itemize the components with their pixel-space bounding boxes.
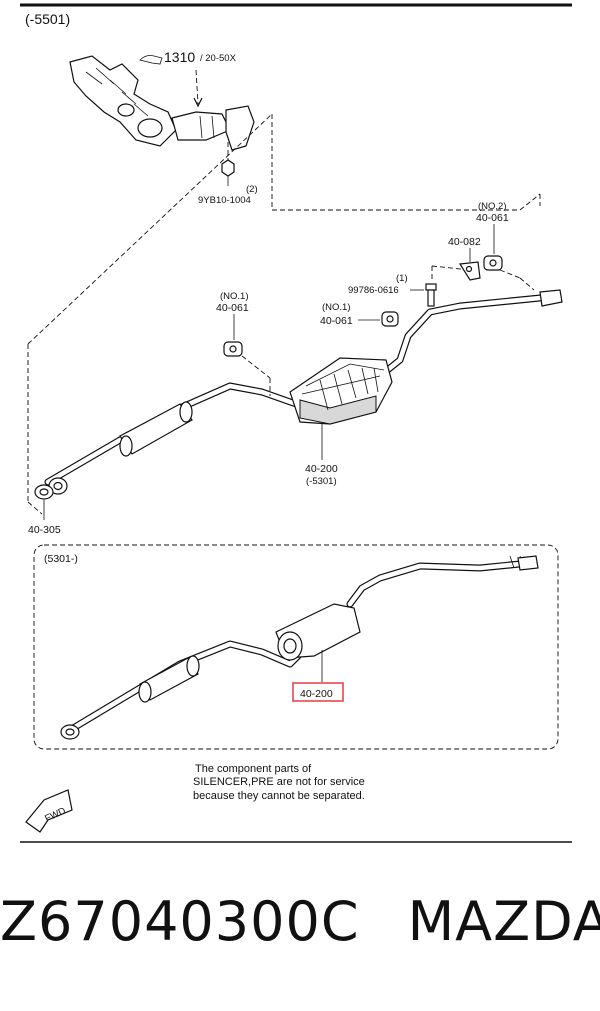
svg-text:because they cannot be separat: because they cannot be separated. — [193, 790, 365, 802]
svg-text:40-061: 40-061 — [320, 315, 353, 327]
exhaust-system-diagram: (-5501) 1310 / 20-50X (2) 9YB10-1004 — [20, 3, 572, 843]
main-pipe-lower — [60, 555, 539, 740]
svg-text:(-5301): (-5301) — [306, 476, 337, 487]
svg-text:9YB10-1004: 9YB10-1004 — [198, 195, 251, 206]
ref-1310-code: 1310 — [164, 49, 195, 65]
part-40305-label: 40-305 — [28, 524, 61, 536]
fwd-arrow: FWD — [25, 789, 73, 833]
svg-text:(NO.1): (NO.1) — [322, 302, 351, 313]
part-40061-no1-mid: (NO.1) 40-061 — [320, 302, 399, 327]
svg-text:(NO.2): (NO.2) — [478, 201, 507, 212]
svg-text:The component parts of: The component parts of — [195, 763, 312, 775]
svg-text:(NO.1): (NO.1) — [220, 291, 249, 302]
front-flange: 40-305 — [28, 477, 68, 536]
lower-section-label: (5301-) — [44, 553, 78, 565]
svg-text:(1): (1) — [396, 273, 408, 284]
upper-section-label: (-5501) — [25, 11, 70, 27]
fwd-arrow-icon — [25, 789, 73, 833]
footer-caption: Z67040300C MAZDA — [0, 890, 600, 980]
part-40200-highlight[interactable] — [292, 682, 344, 702]
ref-1310-sub: / 20-50X — [200, 53, 237, 64]
main-silencer-lower: 40-200 — [275, 603, 361, 702]
part-40082: 40-082 — [448, 236, 481, 281]
svg-text:40-061: 40-061 — [476, 212, 509, 224]
brand-name: MAZDA — [407, 890, 600, 953]
lower-section-frame — [33, 544, 559, 750]
ref-book-icon — [139, 55, 163, 65]
part-99786-0616: (1) 99786-0616 — [348, 265, 471, 307]
part-number: Z67040300C — [0, 890, 360, 953]
svg-text:99786-0616: 99786-0616 — [348, 285, 399, 296]
part-9yb10-1004: (2) 9YB10-1004 — [198, 142, 258, 206]
part-40061-no2: (NO.2) 40-061 — [476, 201, 535, 291]
svg-text:40-061: 40-061 — [216, 302, 249, 314]
svg-text:SILENCER,PRE are not for servi: SILENCER,PRE are not for service — [193, 776, 365, 788]
service-note: The component parts of SILENCER,PRE are … — [193, 763, 365, 802]
ref-1310: 1310 / 20-50X — [139, 49, 237, 108]
upper-dashed-frame — [27, 113, 541, 515]
exhaust-manifold — [69, 55, 255, 151]
part-40061-no1-left: (NO.1) 40-061 — [216, 291, 271, 396]
svg-text:40-082: 40-082 — [448, 236, 481, 248]
main-silencer-upper: 40-200 (-5301) — [289, 357, 393, 487]
svg-text:40-200: 40-200 — [300, 688, 333, 700]
svg-text:40-200: 40-200 — [305, 463, 338, 475]
svg-text:(2): (2) — [246, 184, 258, 195]
